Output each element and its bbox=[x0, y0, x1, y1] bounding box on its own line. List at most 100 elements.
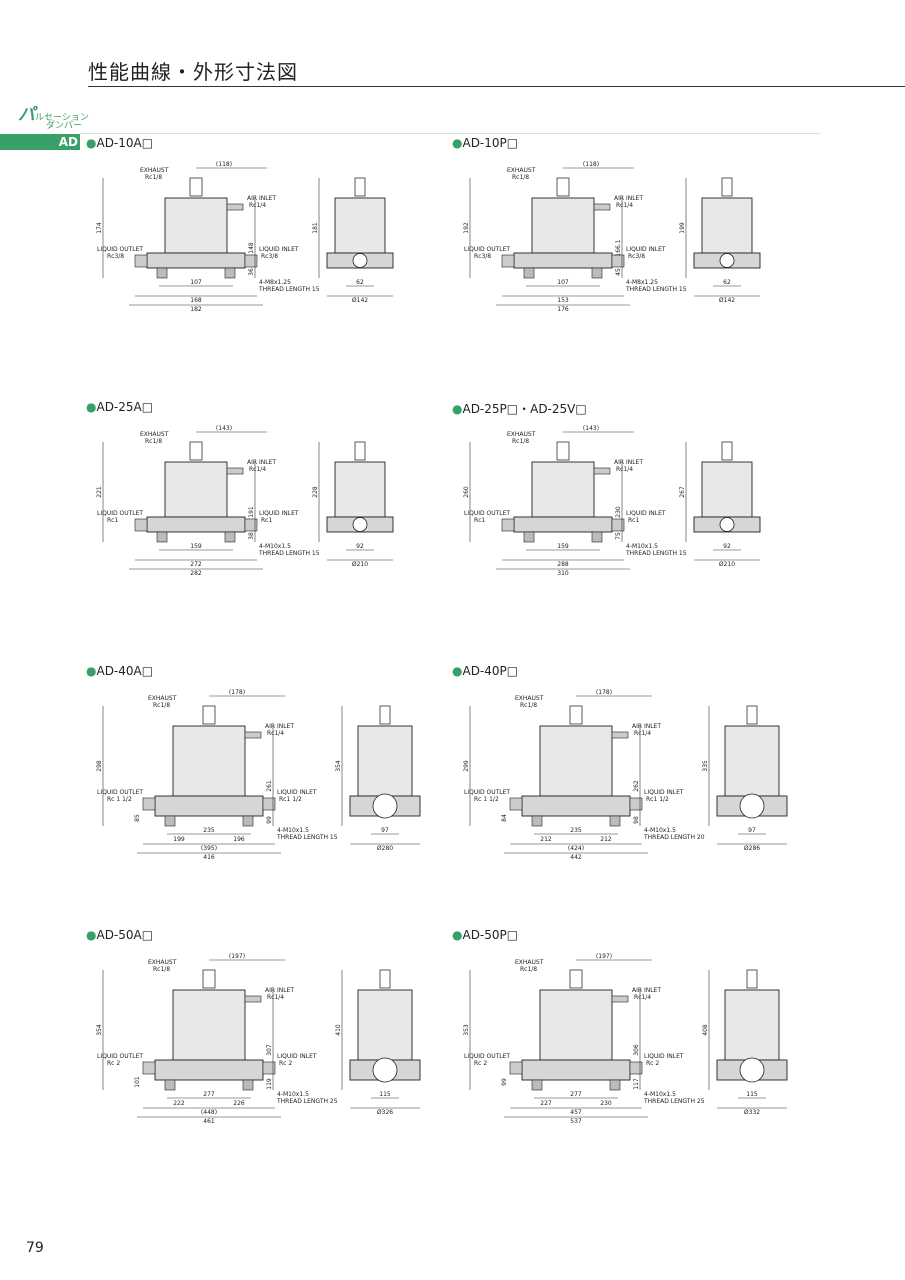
dim-wr: 196 bbox=[233, 836, 245, 843]
damper-body bbox=[164, 197, 228, 254]
side-port-circle bbox=[739, 1057, 765, 1083]
liquid-outlet-size: Rc 1 1/2 bbox=[474, 796, 499, 803]
damper-body bbox=[531, 461, 595, 518]
dim-side-w1: 62 bbox=[723, 279, 731, 286]
liquid-inlet-port bbox=[611, 254, 625, 268]
dim-w3: 537 bbox=[570, 1118, 582, 1125]
dim-side-w2: Ø280 bbox=[377, 845, 393, 852]
dim-top: (178) bbox=[229, 689, 245, 696]
exhaust-label: EXHAUST bbox=[515, 959, 544, 966]
side-top-fitting bbox=[721, 441, 733, 461]
dim-h3: 99 bbox=[266, 816, 273, 824]
right-foot bbox=[242, 815, 254, 827]
dim-side-w2: Ø210 bbox=[352, 561, 368, 568]
dim-top: (118) bbox=[583, 161, 599, 168]
dim-h4: 101 bbox=[134, 1076, 141, 1088]
right-foot bbox=[224, 267, 236, 279]
dim-w1: 107 bbox=[190, 279, 202, 286]
left-foot bbox=[156, 531, 168, 543]
air-inlet-label: AIR INLET bbox=[632, 987, 661, 994]
dim-h1: 174 bbox=[96, 222, 103, 234]
dim-w2: (424) bbox=[568, 845, 584, 852]
liquid-outlet-label: LIQUID OUTLET bbox=[464, 510, 510, 517]
page-number: 79 bbox=[26, 1240, 44, 1256]
air-inlet-fitting bbox=[611, 731, 629, 739]
exhaust-fitting bbox=[202, 705, 216, 725]
right-foot bbox=[591, 267, 603, 279]
exhaust-label: EXHAUST bbox=[507, 167, 536, 174]
left-foot bbox=[523, 531, 535, 543]
dim-w2: 272 bbox=[190, 561, 202, 568]
dim-side-h: 267 bbox=[679, 486, 686, 498]
side-top-fitting bbox=[746, 705, 758, 725]
air-inlet-size: Rc1/4 bbox=[634, 994, 651, 1001]
side-port-circle bbox=[352, 517, 368, 532]
front-view bbox=[142, 969, 276, 1091]
section-title-ad-10a: ●AD-10A□ bbox=[86, 136, 154, 150]
bolt-spec: 4-M8x1.25 bbox=[259, 279, 291, 286]
dim-h4: 84 bbox=[501, 814, 508, 822]
left-foot bbox=[523, 267, 535, 279]
thread-length: THREAD LENGTH 25 bbox=[643, 1098, 705, 1105]
damper-base bbox=[521, 795, 631, 817]
dim-side-h: 181 bbox=[312, 222, 319, 234]
front-view bbox=[509, 969, 643, 1091]
dim-w3: 416 bbox=[203, 854, 215, 861]
dim-h3: 75 bbox=[615, 532, 622, 540]
front-view bbox=[142, 705, 276, 827]
dim-w3: 442 bbox=[570, 854, 582, 861]
liquid-inlet-label: LIQUID INLET bbox=[644, 1053, 684, 1060]
liquid-outlet-label: LIQUID OUTLET bbox=[464, 1053, 510, 1060]
right-foot bbox=[591, 531, 603, 543]
thread-length: THREAD LENGTH 15 bbox=[625, 550, 687, 557]
bolt-spec: 4-M10x1.5 bbox=[644, 827, 676, 834]
dim-h4: 99 bbox=[501, 1078, 508, 1086]
exhaust-size: Rc1/8 bbox=[145, 438, 162, 445]
liquid-inlet-label: LIQUID INLET bbox=[259, 246, 299, 253]
exhaust-fitting bbox=[569, 969, 583, 989]
title-rule bbox=[88, 86, 905, 87]
dim-h1: 298 bbox=[96, 760, 103, 772]
dim-w2: (448) bbox=[201, 1109, 217, 1116]
air-inlet-fitting bbox=[226, 467, 244, 475]
liquid-outlet-size: Rc 2 bbox=[474, 1060, 487, 1067]
side-view bbox=[693, 441, 761, 533]
dim-w1: 277 bbox=[570, 1091, 582, 1098]
thread-length: THREAD LENGTH 20 bbox=[643, 834, 705, 841]
dim-h3: 36 bbox=[248, 268, 255, 276]
front-view bbox=[509, 705, 643, 827]
liquid-inlet-size: Rc3/8 bbox=[261, 253, 278, 260]
exhaust-size: Rc1/8 bbox=[153, 966, 170, 973]
liquid-inlet-size: Rc1 bbox=[628, 517, 639, 524]
liquid-inlet-port bbox=[262, 1061, 276, 1075]
dim-h3: 38 bbox=[248, 532, 255, 540]
dim-side-w1: 115 bbox=[379, 1091, 391, 1098]
air-inlet-fitting bbox=[593, 467, 611, 475]
liquid-inlet-label: LIQUID INLET bbox=[277, 1053, 317, 1060]
section-title-ad-50p: ●AD-50P□ bbox=[452, 928, 519, 942]
damper-base bbox=[154, 1059, 264, 1081]
side-brand: パルセーション ダンパー bbox=[18, 100, 89, 131]
front-view bbox=[134, 441, 258, 543]
dim-side-w1: 92 bbox=[723, 543, 731, 550]
side-view bbox=[349, 705, 421, 819]
side-top-fitting bbox=[721, 177, 733, 197]
liquid-outlet-label: LIQUID OUTLET bbox=[97, 510, 143, 517]
air-inlet-size: Rc1/4 bbox=[249, 202, 266, 209]
dim-w2: 153 bbox=[557, 297, 569, 304]
dim-side-w2: Ø142 bbox=[352, 297, 368, 304]
exhaust-size: Rc1/8 bbox=[520, 702, 537, 709]
dim-w2: 457 bbox=[570, 1109, 582, 1116]
thread-length: THREAD LENGTH 15 bbox=[625, 286, 687, 293]
air-inlet-size: Rc1/4 bbox=[616, 202, 633, 209]
right-foot bbox=[609, 1079, 621, 1091]
liquid-inlet-label: LIQUID INLET bbox=[626, 246, 666, 253]
